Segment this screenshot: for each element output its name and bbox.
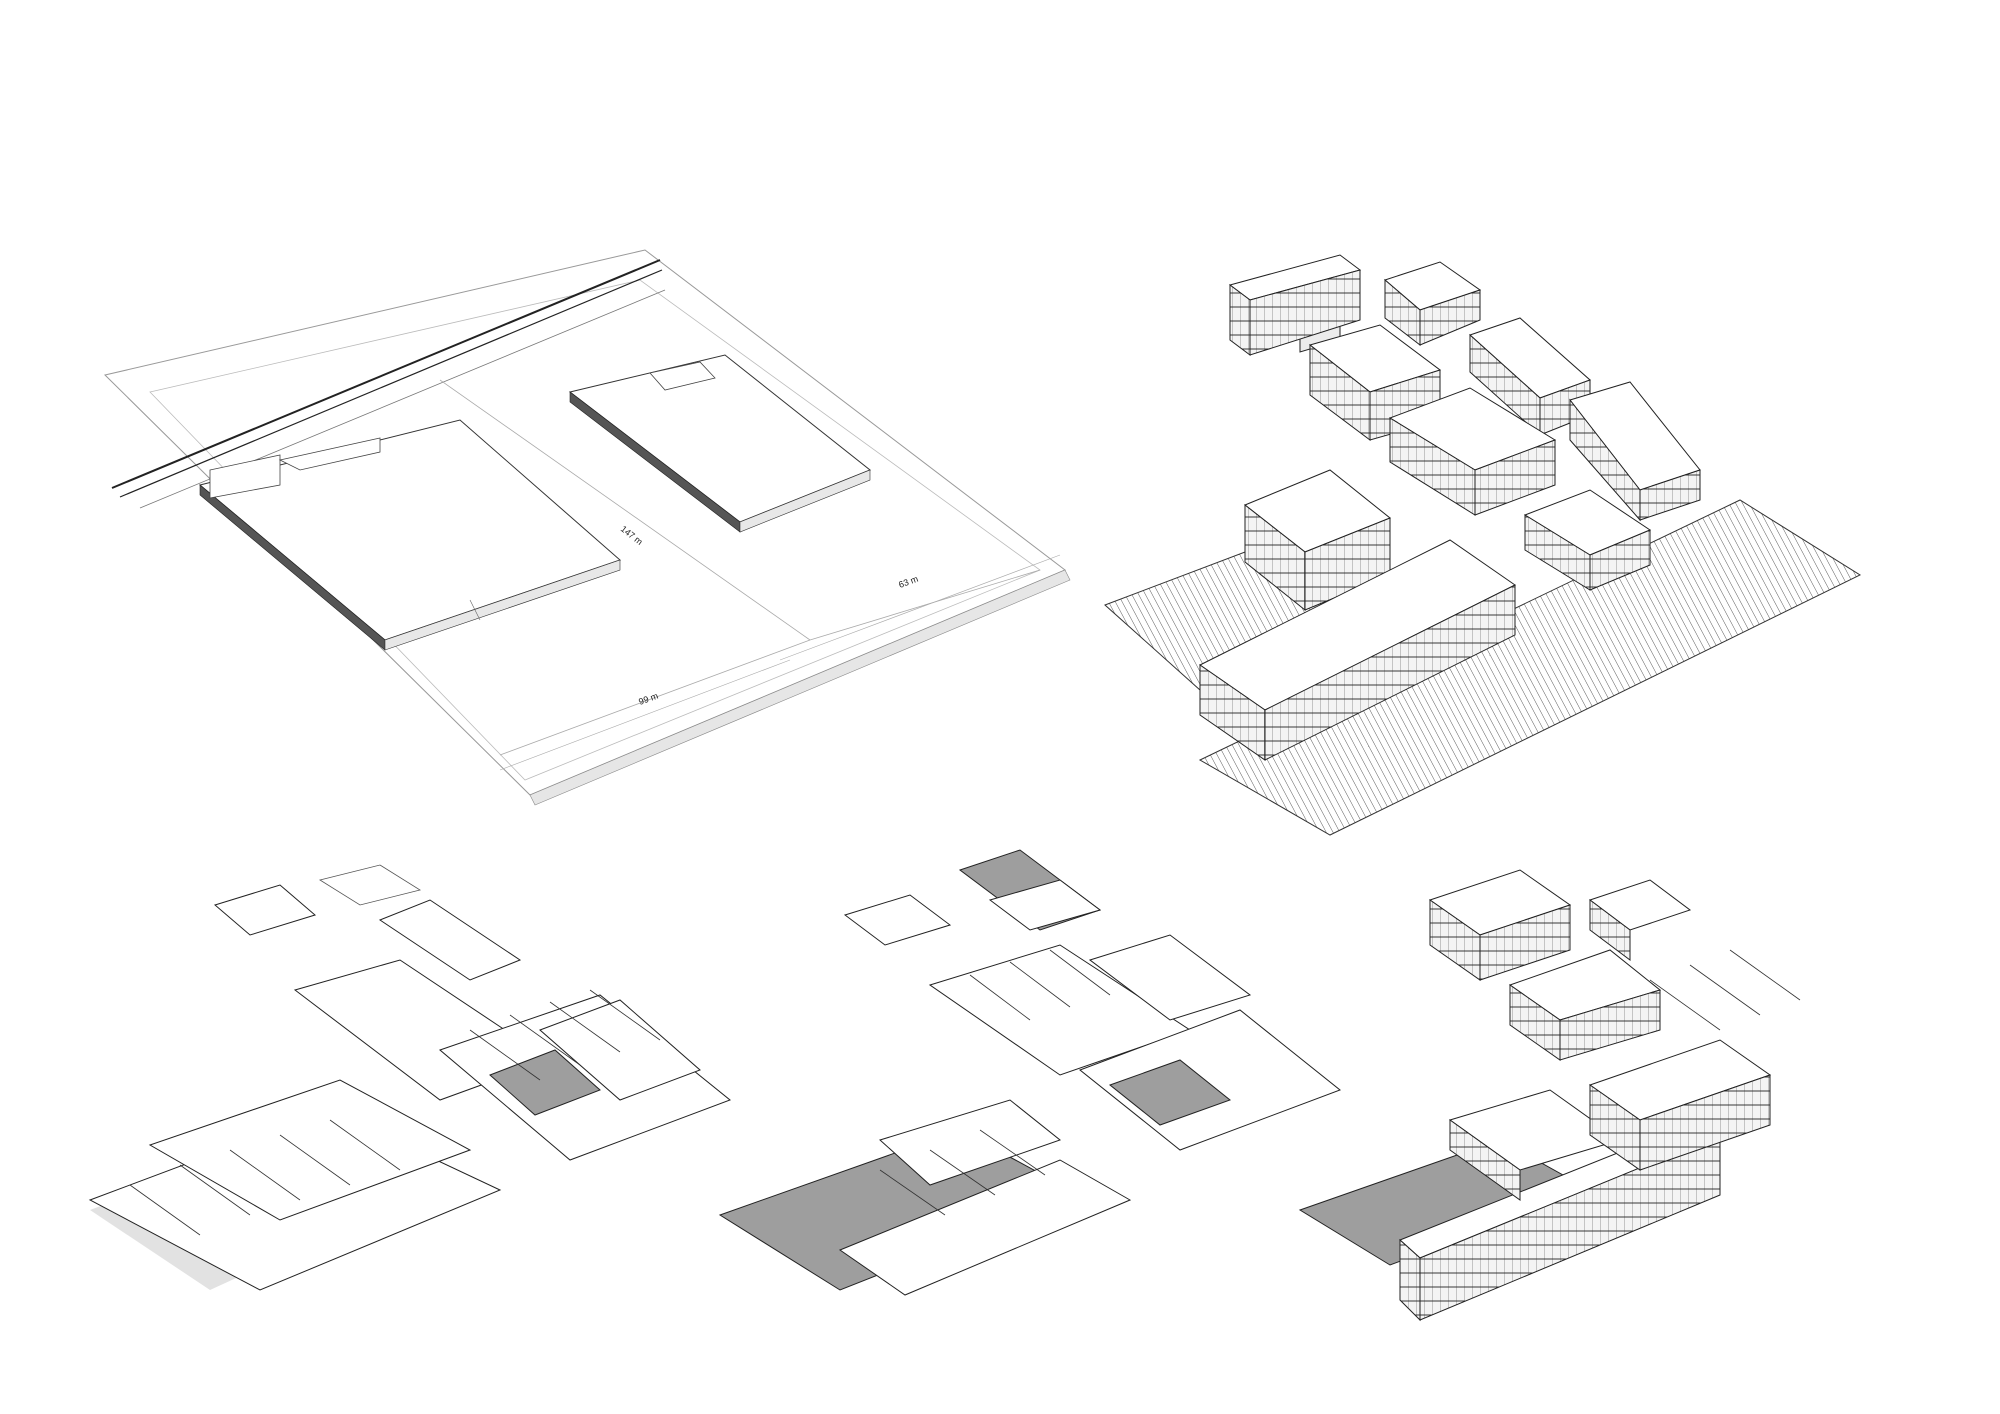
block-long-bar <box>1199 539 1516 761</box>
site-edge-strip <box>529 569 1071 806</box>
block-north-1 <box>1228 254 1362 356</box>
room-partitions <box>1649 949 1801 1031</box>
dimension-label-99: 99 m <box>637 691 659 707</box>
roof-block-northeast <box>1588 879 1692 961</box>
floor-slab <box>843 894 952 946</box>
block-north-2 <box>1383 261 1482 347</box>
dimension-label-63: 63 m <box>897 574 919 590</box>
site-plan-axonometric: 147 m 63 m 99 m <box>104 249 1071 806</box>
upper-floor-axonometric <box>718 849 1341 1296</box>
ground-floor-axonometric <box>88 864 731 1291</box>
floor-slab <box>318 864 422 906</box>
floor-slab-dark <box>1108 1059 1232 1126</box>
block-west-tower <box>1244 469 1391 612</box>
room-partitions <box>129 989 661 1236</box>
floor-slab <box>1088 934 1252 1021</box>
site-division-line <box>779 554 1061 661</box>
block-east-2 <box>1569 381 1701 522</box>
floor-slab <box>838 1159 1132 1296</box>
floor-slab <box>1079 1009 1341 1151</box>
floor-slab-dark <box>489 1049 601 1116</box>
site-division-line <box>499 659 791 771</box>
floor-slab <box>988 879 1102 931</box>
road-line <box>119 269 663 498</box>
site-division-line <box>439 379 811 641</box>
road-line <box>111 259 661 489</box>
roof-level-axonometric <box>1298 869 1801 1322</box>
floor-slab <box>539 999 701 1101</box>
hatched-ground-plane <box>1198 499 1862 836</box>
full-complex-axonometric <box>1104 254 1862 836</box>
floor-slab <box>378 899 522 981</box>
roof-block-court <box>1448 1089 1622 1201</box>
floor-slab <box>213 884 317 936</box>
site-division-line <box>499 639 811 756</box>
floor-slab <box>148 1079 472 1221</box>
floor-slab <box>879 1099 1062 1186</box>
existing-building-narrow <box>568 354 871 533</box>
roof-block-north <box>1428 869 1572 981</box>
existing-building-large <box>198 419 621 651</box>
dimension-label-147: 147 m <box>619 524 645 547</box>
roof-block-central <box>1508 949 1662 1061</box>
block-south-east <box>1523 489 1652 591</box>
roof-block-east <box>1588 1039 1772 1171</box>
room-partitions <box>879 949 1111 1216</box>
block-central <box>1388 387 1557 516</box>
site-division-line <box>809 569 1041 641</box>
